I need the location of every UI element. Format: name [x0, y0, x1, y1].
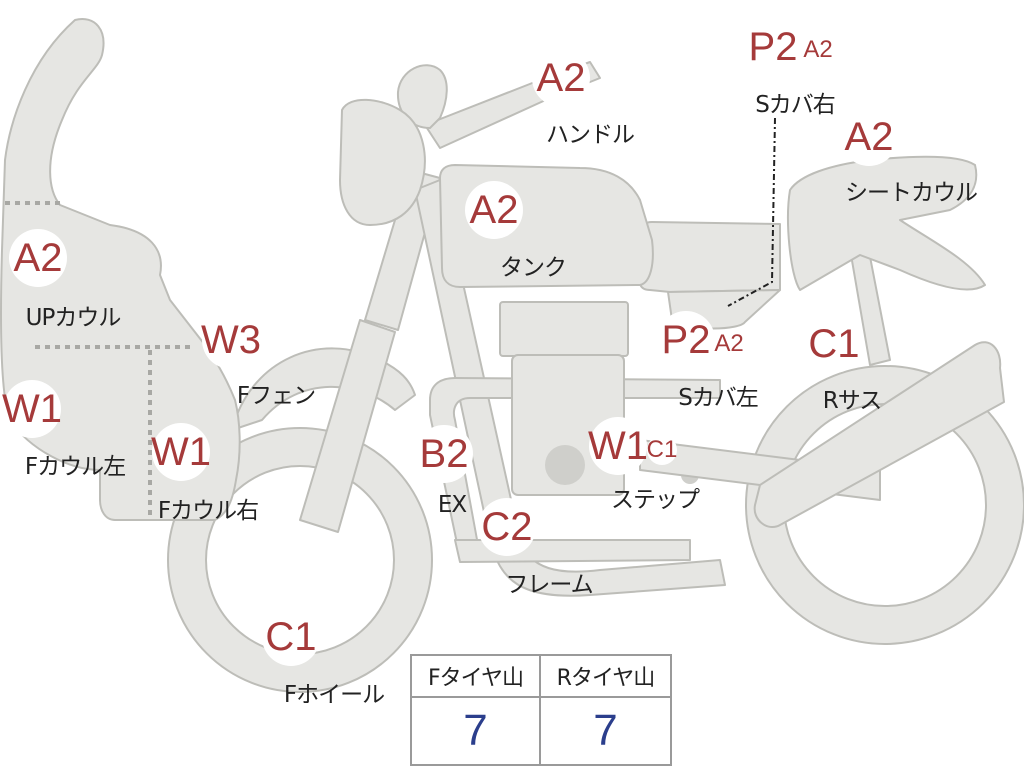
rear-tire-tread-value: 7 [593, 706, 618, 755]
tire-tread-table: Fタイヤ山 Rタイヤ山 7 7 [410, 654, 672, 766]
engine-top [499, 301, 629, 357]
s-cover-right-grade-badge-secondary: A2 [803, 35, 833, 65]
s-cover-right-label: Sカバ右 [755, 92, 836, 118]
s-cover-left-grade-badge-secondary: A2 [714, 329, 744, 359]
front-tire-tread-value: 7 [412, 698, 541, 764]
handle-grade-badge: A2 [532, 49, 590, 107]
front-fork [299, 319, 396, 533]
front-tire-tread-header: Fタイヤ山 [412, 656, 541, 698]
f-cowl-right-grade-badge: W1 [151, 423, 211, 481]
muffler [753, 341, 1005, 528]
exhaust-label: EX [437, 492, 467, 518]
tank-grade-badge: A2 [465, 181, 523, 239]
r-suspension-label: Rサス [822, 388, 883, 414]
step-grade-badge-secondary: C1 [646, 435, 678, 465]
f-cowl-left-label: Fカウル左 [24, 454, 126, 480]
up-cowl-label: UPカウル [25, 305, 122, 331]
f-fender-grade-badge: W3 [201, 311, 261, 369]
exhaust-grade-badge: B2 [415, 425, 473, 483]
f-cowl-right-label: Fカウル右 [157, 498, 259, 524]
tank-label: タンク [500, 255, 567, 281]
s-cover-right-grade-badge: P2 [744, 18, 802, 76]
f-wheel-grade-badge: C1 [262, 608, 320, 666]
f-fender-label: Fフェン [236, 383, 316, 409]
seat-cowl-label: シートカウル [845, 180, 978, 206]
frame-label: フレーム [505, 572, 593, 598]
f-wheel-label: Fホイール [283, 682, 385, 708]
rear-tire-tread-header: Rタイヤ山 [541, 656, 670, 698]
s-cover-left-grade-badge: P2 [657, 311, 715, 369]
handle-label: ハンドル [546, 122, 635, 148]
step-grade-badge: W1 [588, 417, 648, 475]
s-cover-left-label: Sカバ左 [678, 385, 759, 411]
seat-cowl-grade-badge: A2 [840, 108, 898, 166]
up-cowl-grade-badge: A2 [9, 229, 67, 287]
step-label: ステップ [611, 487, 700, 513]
r-suspension-grade-badge: C1 [805, 315, 863, 373]
frame-grade-badge: C2 [478, 498, 536, 556]
headlight [339, 98, 426, 226]
f-cowl-left-grade-badge: W1 [2, 380, 62, 438]
s-cover-right-leader [727, 117, 776, 307]
seat [638, 221, 781, 293]
